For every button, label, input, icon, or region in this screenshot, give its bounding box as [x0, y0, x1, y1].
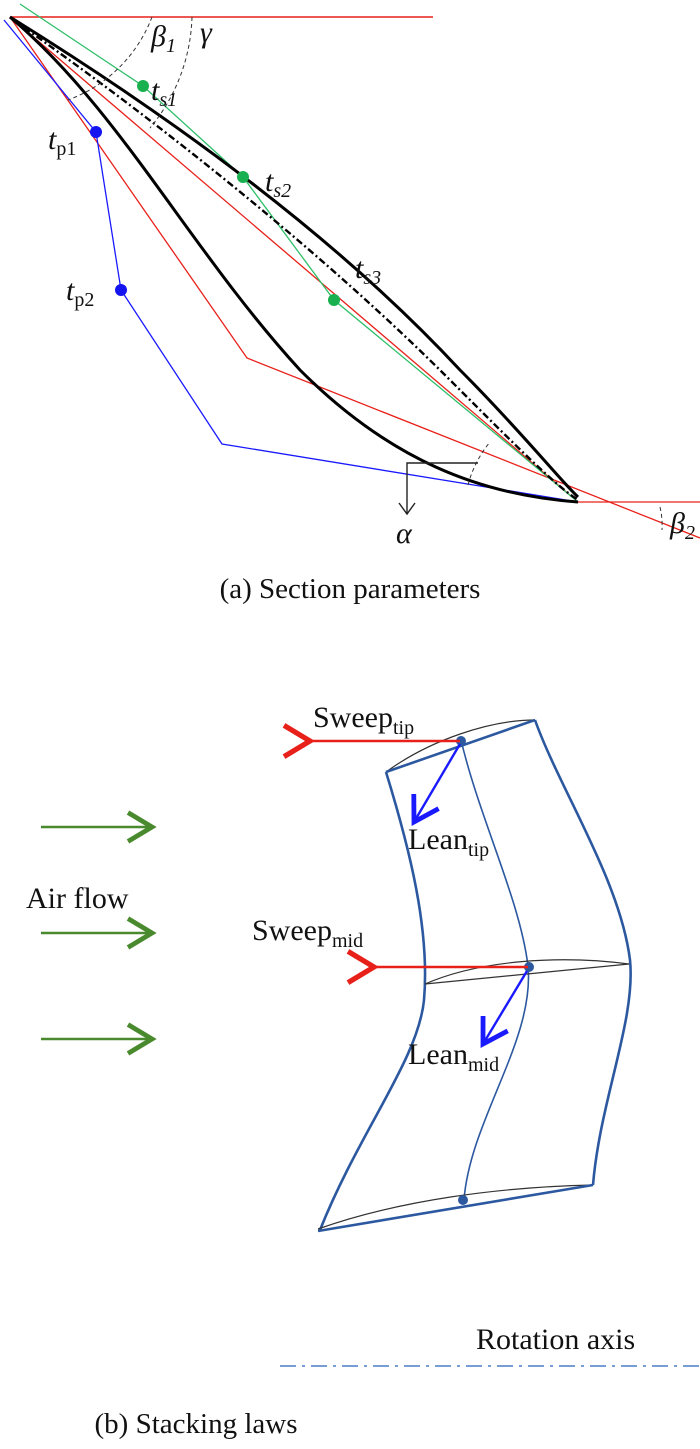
camber-line — [11, 18, 579, 502]
camber-tangent-outlet-line — [9, 16, 579, 503]
tip-section-lower — [385, 718, 536, 774]
tp2-label: tp2 — [66, 274, 94, 311]
tip-stacking-point — [456, 736, 466, 746]
mid-section-lower — [424, 963, 630, 985]
ts1-point — [137, 80, 149, 92]
hub-section-lower — [317, 1183, 594, 1233]
beta1-label: β1 — [150, 20, 176, 57]
blade-suction-surface — [9, 15, 580, 499]
ts2-point — [237, 171, 249, 183]
mid-stacking-point — [524, 962, 534, 972]
blade-pressure-surface — [9, 15, 579, 504]
lean-tip-label: Leantip — [408, 823, 489, 861]
hub-section-upper — [317, 1184, 594, 1230]
lean-mid-arrow — [480, 970, 529, 1048]
alpha-arrow-head — [398, 502, 416, 516]
ts3-label: ts3 — [355, 252, 381, 289]
ts1-label: ts1 — [151, 74, 177, 111]
gamma-label: γ — [200, 16, 213, 49]
mid-section-upper — [424, 959, 630, 985]
blade-leading-edge — [318, 771, 427, 1231]
tp2-point — [115, 284, 127, 296]
ts3-point — [328, 294, 340, 306]
caption-b: (b) Stacking laws — [95, 1408, 298, 1440]
stagger-arc — [467, 441, 491, 486]
beta2-label: β2 — [669, 507, 695, 544]
caption-a: (a) Section parameters — [220, 573, 481, 605]
beta2-arc — [659, 506, 663, 531]
blade-trailing-edge — [533, 719, 632, 1186]
lean-tip-arrow — [411, 743, 462, 827]
ts2-label: ts2 — [265, 165, 291, 202]
section-parameters-panel: β1 γ ts1 ts2 ts3 tp1 tp2 α β2 (a) Sectio… — [3, 3, 700, 605]
gamma-arc — [149, 16, 193, 129]
sweep-tip-label: Sweeptip — [313, 701, 414, 739]
stacking-laws-panel: Sweeptip Leantip Sweepmid Leanmid Air fl… — [26, 701, 700, 1440]
tp1-point — [90, 126, 102, 138]
pressure-control-polygon — [3, 19, 579, 503]
blade-stacking-line — [460, 739, 530, 1201]
beta1-arc — [67, 16, 153, 101]
tp1-label: tp1 — [48, 123, 76, 160]
air-flow-label: Air flow — [26, 882, 129, 915]
alpha-label: α — [396, 517, 413, 550]
alpha-reference-line — [406, 462, 478, 514]
hub-stacking-point — [458, 1195, 468, 1205]
rotation-axis-label: Rotation axis — [476, 1323, 635, 1356]
tip-section-upper — [385, 719, 536, 773]
lean-mid-label: Leanmid — [408, 1038, 499, 1076]
sweep-mid-label: Sweepmid — [252, 914, 363, 952]
